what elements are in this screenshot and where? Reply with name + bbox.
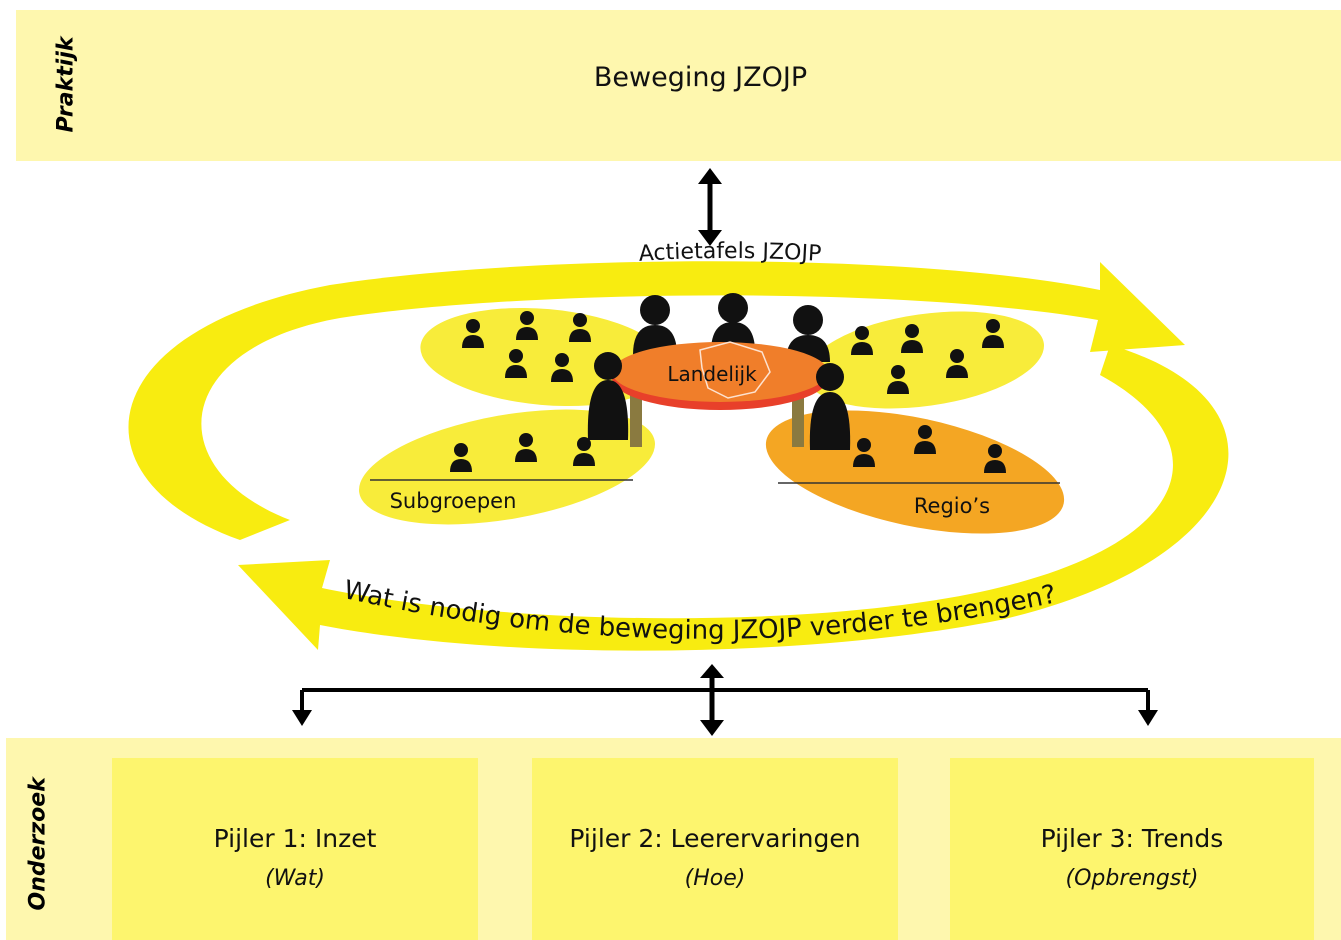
praktijk-title: Beweging JZOJP xyxy=(593,62,808,93)
table-leg-right xyxy=(792,395,804,447)
landelijk-label: Landelijk xyxy=(667,362,757,386)
pillar-2-title: Pijler 2: Leerervaringen xyxy=(569,824,861,853)
pillar-1-subtitle: (Wat) xyxy=(265,866,325,891)
arrow-down-icon xyxy=(700,720,724,736)
pillar-3: Pijler 3: Trends (Opbrengst) xyxy=(950,758,1314,940)
actietafels-text: Actietafels JZOJP xyxy=(638,239,822,267)
actietafels-label: Actietafels JZOJP xyxy=(638,239,822,267)
person-silhouette-icon xyxy=(587,352,629,440)
double-arrow-icon xyxy=(698,168,722,246)
pillar-2-subtitle: (Hoe) xyxy=(684,866,746,891)
pillar-1-title: Pijler 1: Inzet xyxy=(213,824,377,853)
pillar-2: Pijler 2: Leerervaringen (Hoe) xyxy=(532,758,898,940)
cycle-ring xyxy=(128,261,1229,651)
arrow-down-icon xyxy=(292,710,312,726)
arrow-down-icon xyxy=(1138,710,1158,726)
front-people xyxy=(587,352,851,450)
netherlands-map-icon xyxy=(699,341,771,399)
table-leg-left xyxy=(630,395,642,447)
praktijk-band xyxy=(16,10,1341,161)
arrow-up-icon xyxy=(700,664,724,678)
pillar-3-title: Pijler 3: Trends xyxy=(1040,824,1224,853)
landelijk-table: Landelijk xyxy=(612,341,828,410)
pillar-3-subtitle: (Opbrengst) xyxy=(1065,866,1199,891)
person-silhouette-icon xyxy=(809,363,851,450)
connector-arrows xyxy=(292,664,1158,736)
regios-label: Regio’s xyxy=(914,494,990,518)
pillar-1: Pijler 1: Inzet (Wat) xyxy=(112,758,478,940)
subgroepen-label: Subgroepen xyxy=(390,489,517,513)
